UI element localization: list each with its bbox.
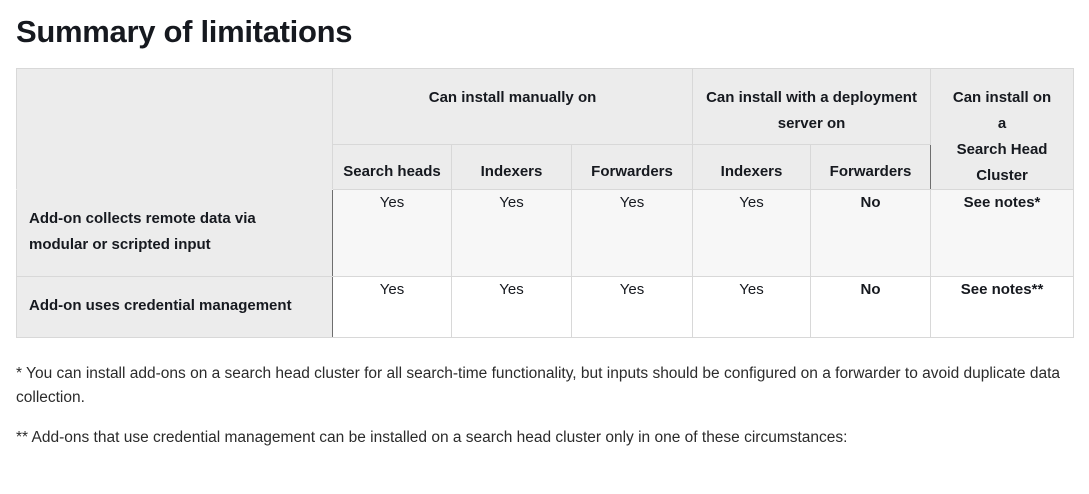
- header-sub-row: Search heads Indexers Forwarders Indexer…: [17, 143, 1074, 191]
- header-col-manual-search-heads: Search heads: [332, 143, 452, 191]
- cell-r1-search-head-cluster: See notes**: [930, 276, 1075, 338]
- page-title: Summary of limitations: [16, 14, 353, 49]
- table-header: Can install manually on Can install with…: [16, 68, 1075, 191]
- footnote-single-asterisk: * You can install add-ons on a search he…: [16, 365, 1061, 406]
- header-col-manual-indexers: Indexers: [451, 143, 572, 191]
- table-row: Add-on collects remote data via modular …: [16, 189, 1075, 277]
- header-shc-line-1: Can install on: [952, 89, 1052, 106]
- limitations-table: Can install manually on Can install with…: [16, 68, 1075, 338]
- header-shc-line-2: a: [997, 115, 1007, 132]
- footnotes: * You can install add-ons on a search he…: [16, 362, 1073, 450]
- header-col-manual-forwarders: Forwarders: [570, 143, 694, 191]
- header-shc-line-4: Cluster: [976, 167, 1028, 184]
- table-row: Add-on uses credential management Yes Ye…: [16, 276, 1075, 338]
- cell-r1-manual-forwarders: Yes: [570, 276, 694, 338]
- cell-r0-manual-forwarders: Yes: [570, 189, 694, 277]
- header-group-deployment-server: Can install with a deployment server on: [692, 68, 932, 145]
- row-label-credential-management: Add-on uses credential management: [16, 276, 333, 338]
- cell-r0-manual-search-heads: Yes: [332, 189, 452, 277]
- cell-r0-search-head-cluster: See notes*: [930, 189, 1075, 277]
- cell-r0-manual-indexers: Yes: [451, 189, 572, 277]
- header-group-row: Can install manually on Can install with…: [16, 68, 1075, 190]
- header-group-search-head-cluster: Can install on a Search Head Cluster: [930, 68, 1075, 190]
- header-group-manual: Can install manually on: [331, 68, 694, 145]
- footnote-double-asterisk: ** Add-ons that use credential managemen…: [16, 429, 848, 446]
- cell-r1-manual-search-heads: Yes: [332, 276, 452, 338]
- cell-r0-deployment-forwarders: No: [810, 189, 932, 277]
- table-body: Add-on collects remote data via modular …: [16, 189, 1075, 338]
- cell-r1-deployment-indexers: Yes: [692, 276, 812, 338]
- cell-r0-deployment-indexers: Yes: [692, 189, 812, 277]
- header-col-deployment-forwarders: Forwarders: [810, 143, 932, 191]
- header-corner-blank: [16, 68, 333, 190]
- cell-r1-deployment-forwarders: No: [810, 276, 932, 338]
- header-shc-line-3: Search Head: [956, 141, 1048, 158]
- row-label-modular-scripted-input: Add-on collects remote data via modular …: [16, 189, 333, 277]
- header-col-deployment-indexers: Indexers: [692, 143, 812, 191]
- limitations-table-wrapper: Can install manually on Can install with…: [16, 68, 1075, 338]
- cell-r1-manual-indexers: Yes: [451, 276, 572, 338]
